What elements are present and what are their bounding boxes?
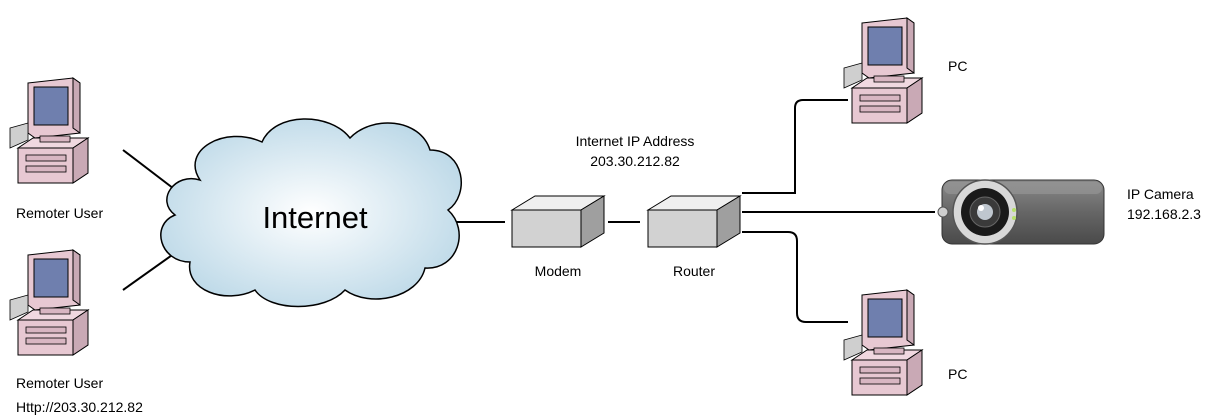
ip-camera-label: IP Camera	[1127, 186, 1194, 202]
line-router-pc-top	[742, 99, 848, 194]
router-ip-title: Internet IP Address	[575, 133, 695, 149]
internet-cloud	[160, 118, 462, 308]
pc-bottom-computer-icon	[843, 289, 923, 396]
remote-user-1-label: Remoter User	[16, 205, 104, 221]
pc-bottom-label: PC	[948, 366, 968, 382]
remote-user-2-label: Remoter User	[16, 375, 104, 391]
router-icon	[646, 195, 742, 248]
line-router-pc-bottom	[742, 231, 848, 323]
router-label: Router	[672, 263, 716, 279]
remote-user-2-computer-icon	[9, 249, 89, 356]
ip-camera-ip: 192.168.2.3	[1127, 206, 1201, 222]
ip-camera-icon	[937, 179, 1105, 245]
connection-lines	[122, 99, 935, 323]
remote-user-1-computer-icon	[9, 77, 89, 184]
modem-label: Modem	[534, 263, 582, 279]
remote-user-2-url: Http://203.30.212.82	[16, 399, 143, 415]
router-ip-address: 203.30.212.82	[590, 153, 680, 169]
modem-icon	[510, 195, 606, 248]
pc-top-label: PC	[948, 58, 968, 74]
pc-top-computer-icon	[843, 17, 923, 124]
internet-label: Internet	[262, 200, 368, 235]
